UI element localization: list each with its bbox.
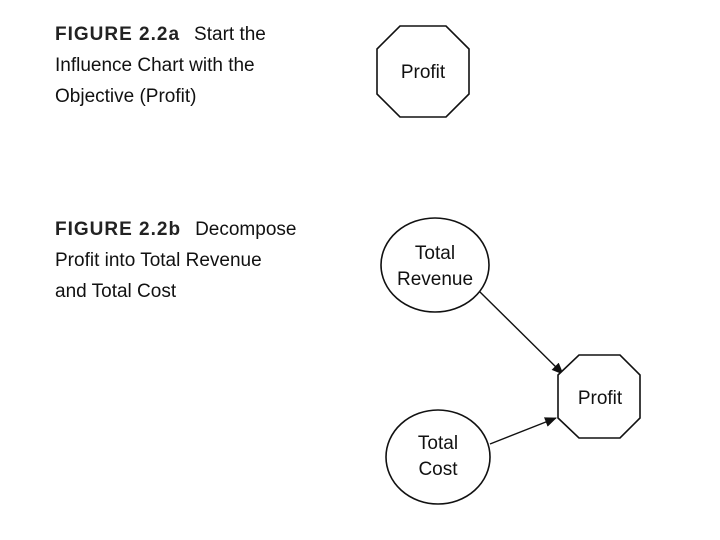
profit-a-label: Profit xyxy=(401,62,446,83)
profit-b-label: Profit xyxy=(578,388,623,409)
profit-a-octagon xyxy=(376,25,470,118)
figure-a-caption: FIGURE 2.2a Start the Influence Chart wit… xyxy=(55,19,355,112)
figure-b-caption-line-1: FIGURE 2.2b Decompose xyxy=(55,214,355,245)
figure-b-caption-text-1: Decompose xyxy=(195,219,297,240)
node-total-revenue: Total Revenue xyxy=(380,217,490,313)
edge-total-cost-to-profit xyxy=(489,417,557,445)
figure-a-label: FIGURE 2.2a xyxy=(55,24,181,45)
figure-b-caption-line-3: and Total Cost xyxy=(55,281,177,302)
figure-b-caption-line-2: Profit into Total Revenue xyxy=(55,250,262,271)
total-cost-label-line-1: Total xyxy=(418,433,458,454)
figure-b-caption: FIGURE 2.2b Decompose Profit into Total R… xyxy=(55,214,355,307)
figure-a-caption-text-1: Start the xyxy=(194,24,266,45)
figure-b-label: FIGURE 2.2b xyxy=(55,219,182,240)
figure-a-caption-line-2: Influence Chart with the xyxy=(55,55,255,76)
total-revenue-ellipse xyxy=(380,217,490,313)
total-cost-ellipse xyxy=(385,409,491,505)
figure-a-caption-line-1: FIGURE 2.2a Start the xyxy=(55,19,355,50)
total-revenue-label-line-1: Total xyxy=(415,243,455,264)
figure-a-caption-line-3: Objective (Profit) xyxy=(55,86,197,107)
node-profit-b: Profit xyxy=(557,354,641,439)
node-total-cost: Total Cost xyxy=(385,409,491,505)
profit-b-octagon xyxy=(557,354,641,439)
node-profit-a: Profit xyxy=(376,25,470,118)
total-cost-label-line-2: Cost xyxy=(418,459,458,480)
total-revenue-label-line-2: Revenue xyxy=(397,269,473,290)
edge-total-revenue-to-profit xyxy=(479,291,564,375)
